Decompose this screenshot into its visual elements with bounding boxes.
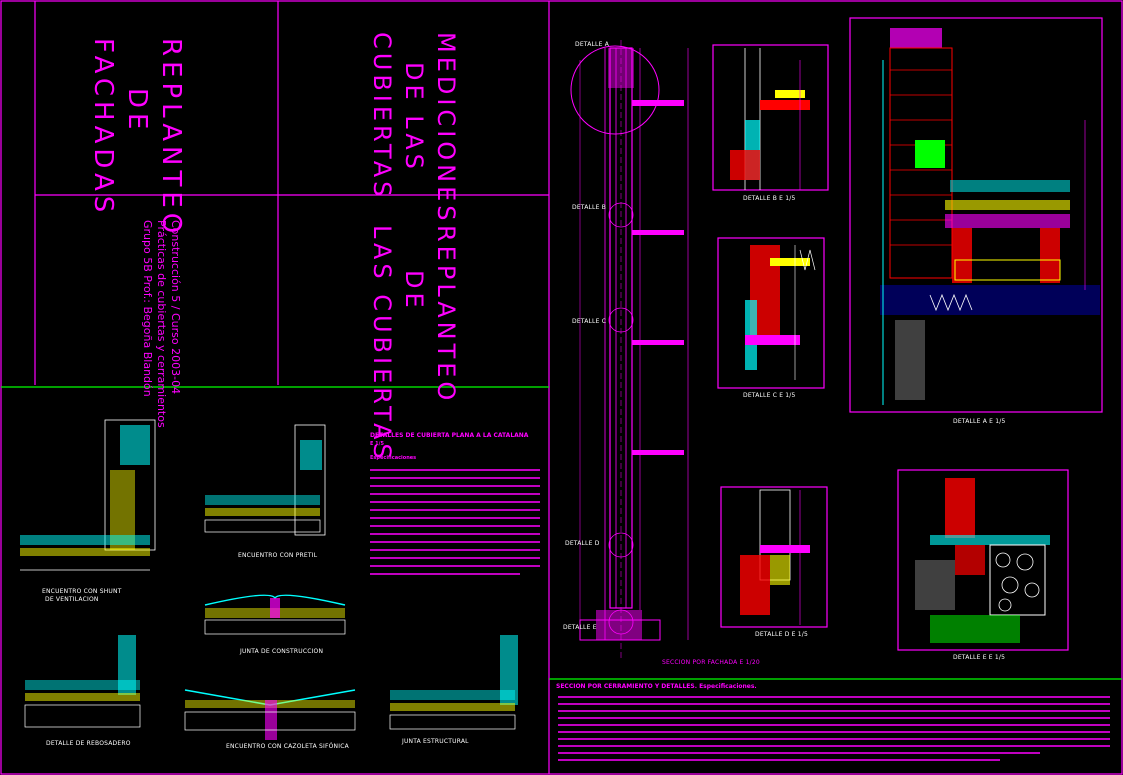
replanteo-line-2: DE	[400, 270, 428, 312]
roof-details-scale: E 1/5	[370, 441, 384, 447]
detail-c-drawing	[717, 237, 825, 389]
cover-course-info: Construcción 5 / Curso 2003-04 Prácticas…	[140, 220, 182, 428]
roof-spec-heading: Especificaciones	[370, 455, 417, 461]
course-line-1: Construcción 5 / Curso 2003-04	[169, 220, 182, 395]
detail-e-drawing	[897, 469, 1069, 651]
label-shunt-line-2: DE VENTILACION	[45, 596, 99, 603]
footer-spec-heading: SECCION POR CERRAMIENTO Y DETALLES. Espe…	[556, 683, 757, 690]
label-junta-estructural: JUNTA ESTRUCTURAL	[402, 738, 469, 745]
section-label-detalle-b: DETALLE B	[572, 204, 607, 211]
detail-d-title: DETALLE D E 1/5	[755, 631, 808, 638]
specification-text-lines	[370, 469, 540, 575]
roof-details-title: DETALLES DE CUBIERTA PLANA A LA CATALANA	[370, 432, 529, 439]
detail-a-title: DETALLE A E 1/5	[953, 418, 1006, 425]
course-line-3: Grupo 5B Prof.: Begoña Blandón	[141, 220, 154, 397]
detail-b-title: DETALLE B E 1/5	[743, 195, 796, 202]
footer-specification-lines	[558, 696, 1110, 761]
fachadas-line-2: DE	[122, 88, 152, 135]
label-cazoleta: ENCUENTRO CON CAZOLETA SIFÓNICA	[226, 743, 349, 750]
detail-e-title: DETALLE E E 1/5	[953, 654, 1006, 661]
fachadas-line-1: REPLANTEO	[156, 38, 186, 239]
cover-title-mediciones: MEDICIONES DE LAS CUBIERTAS	[366, 32, 462, 225]
mediciones-line-3: CUBIERTAS	[368, 32, 396, 201]
fachadas-line-3: FACHADAS	[88, 38, 118, 218]
label-junta-construccion: JUNTA DE CONSTRUCCION	[240, 648, 324, 655]
detail-b-drawing	[712, 44, 829, 191]
replanteo-line-3: LAS CUBIERTAS	[368, 225, 396, 463]
detail-a-drawing	[849, 17, 1103, 413]
mediciones-line-1: MEDICIONES	[432, 32, 460, 225]
label-shunt-line-1: ENCUENTRO CON SHUNT	[42, 588, 122, 595]
section-label-detalle-c: DETALLE C	[572, 318, 607, 325]
section-label-detalle-d: DETALLE D	[565, 540, 600, 547]
section-title: SECCION POR FACHADA E 1/20	[662, 659, 760, 666]
cover-title-replanteo-cubiertas: REPLANTEO DE LAS CUBIERTAS	[366, 225, 462, 463]
replanteo-line-1: REPLANTEO	[432, 225, 460, 405]
label-rebosadero: DETALLE DE REBOSADERO	[46, 740, 131, 747]
detail-d-drawing	[720, 486, 828, 628]
label-pretil: ENCUENTRO CON PRETIL	[238, 552, 318, 559]
section-label-detalle-a: DETALLE A	[575, 41, 610, 48]
cover-title-fachadas: REPLANTEO DE FACHADAS	[86, 38, 188, 238]
mediciones-line-2: DE LAS	[400, 62, 428, 173]
detail-c-title: DETALLE C E 1/5	[743, 392, 796, 399]
roof-detail-drawings	[20, 419, 518, 740]
section-label-detalle-e: DETALLE E	[563, 624, 597, 631]
course-line-2: Prácticas de cubiertas y cerramientos	[155, 220, 168, 428]
facade-section	[570, 40, 689, 660]
